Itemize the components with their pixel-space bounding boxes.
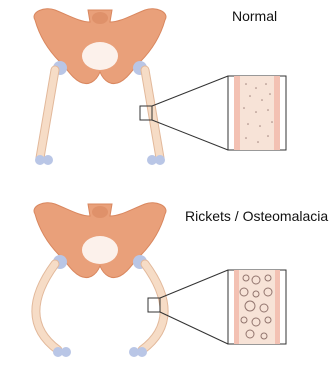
normal-illustration xyxy=(0,0,335,188)
rickets-illustration xyxy=(0,188,335,377)
bone-section-porous-icon xyxy=(228,270,286,344)
bone-section-normal-icon xyxy=(228,76,286,150)
femur-right-normal xyxy=(145,70,165,165)
femur-left-normal xyxy=(35,70,55,165)
femur-right-bowed xyxy=(129,264,164,357)
panel-rickets: Rickets / Osteomalacia xyxy=(0,188,335,377)
panel-normal: Normal xyxy=(0,0,335,188)
femur-left-bowed xyxy=(36,264,71,357)
